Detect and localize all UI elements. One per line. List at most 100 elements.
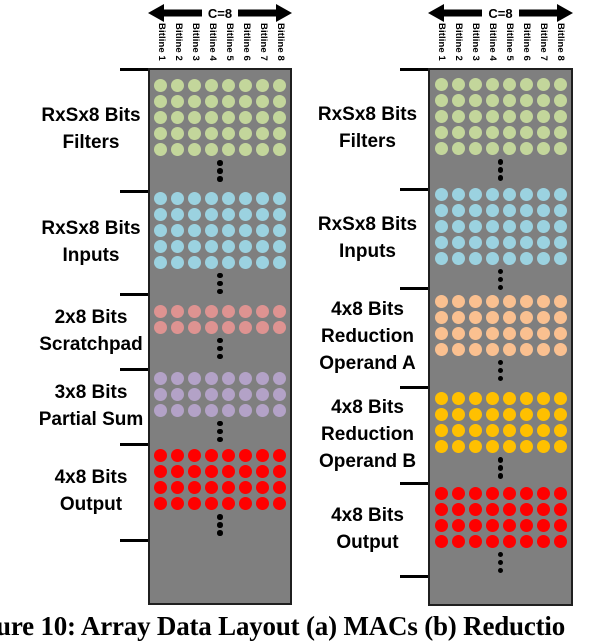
bit-row <box>154 304 286 318</box>
ellipsis-dot <box>497 276 504 283</box>
arrow-left-icon <box>428 4 482 22</box>
bit-cell-dot <box>205 465 218 479</box>
bit-cell-dot <box>502 342 516 356</box>
bit-cell-dot <box>273 255 286 269</box>
bit-cell-dot <box>502 219 516 233</box>
bit-cell-dot <box>434 486 448 500</box>
column-width-arrow: C=8 <box>428 4 573 22</box>
bit-cell-dot <box>256 143 269 157</box>
ellipsis-dot <box>497 175 504 181</box>
bit-cell-dot <box>553 486 567 500</box>
bit-cell-dot <box>273 207 286 221</box>
bit-cell-dot <box>154 371 167 385</box>
figure-caption: ure 10: Array Data Layout (a) MACs (b) R… <box>0 611 566 641</box>
bit-cell-dot <box>434 219 448 233</box>
bit-cell-dot <box>536 502 550 516</box>
bitline-label: Bitline 8 <box>274 22 286 68</box>
bit-cell-dot <box>553 187 567 201</box>
bit-row <box>434 326 567 340</box>
bit-cell-dot <box>485 392 499 406</box>
bit-cell-dot <box>468 424 482 438</box>
bit-row <box>154 371 286 385</box>
bit-cell-dot <box>154 320 167 334</box>
bit-cell-dot <box>451 408 465 422</box>
bit-cell-dot <box>485 486 499 500</box>
bitline-label-text: Bitline 5 <box>223 23 235 61</box>
section-label-line: RxSx8 Bits <box>317 213 418 235</box>
bit-cell-dot <box>222 255 235 269</box>
ellipsis-dot <box>497 359 504 366</box>
bit-cell-dot <box>485 502 499 516</box>
section-label-line: Filters <box>62 132 120 153</box>
bit-cell-dot <box>171 465 184 479</box>
bit-cell-dot <box>222 79 235 93</box>
ellipsis-dot <box>497 375 504 382</box>
section-scratchpad <box>120 293 290 370</box>
bit-cell-dot <box>536 294 550 308</box>
bit-cell-dot <box>451 310 465 324</box>
bit-cell-dot <box>536 126 550 140</box>
bit-cell-dot <box>468 126 482 140</box>
ellipsis-dot <box>497 284 504 291</box>
bit-cell-dot <box>154 111 167 125</box>
bit-row <box>434 310 567 324</box>
bit-cell-dot <box>485 235 499 249</box>
bit-cell-dot <box>519 203 533 217</box>
section-boundary-tick <box>120 368 148 371</box>
bit-cell-dot <box>451 502 465 516</box>
bit-cell-dot <box>154 449 167 463</box>
bit-cell-dot <box>222 239 235 253</box>
bit-cell-dot <box>502 518 516 532</box>
bit-cell-dot <box>451 235 465 249</box>
bit-cell-dot <box>239 143 252 157</box>
bit-cell-dot <box>434 126 448 140</box>
arrow-right-icon <box>238 4 292 22</box>
ellipsis-dot <box>217 345 223 352</box>
bit-cell-dot <box>536 219 550 233</box>
bit-cell-dot <box>256 371 269 385</box>
bitline-label-text: Bitline 3 <box>189 23 201 61</box>
bit-cell-dot <box>273 191 286 205</box>
bit-cell-dot <box>485 203 499 217</box>
bit-cell-dot <box>239 207 252 221</box>
bit-cell-dot <box>485 518 499 532</box>
section-label-line: RxSx8 Bits <box>317 104 418 125</box>
bitline-label: Bitline 2 <box>452 22 464 68</box>
bit-row <box>434 392 567 406</box>
bit-row <box>154 95 286 109</box>
bit-cell-dot <box>273 127 286 141</box>
bit-cell-dot <box>553 235 567 249</box>
bit-cell-dot <box>451 424 465 438</box>
bitline-label: Bitline 7 <box>257 22 269 68</box>
bit-cell-dot <box>485 342 499 356</box>
section-output <box>120 443 290 541</box>
bit-cell-dot <box>536 440 550 454</box>
bit-cell-dot <box>222 371 235 385</box>
bit-row <box>154 387 286 401</box>
bit-cell-dot <box>553 126 567 140</box>
ellipsis-dot <box>497 367 504 374</box>
bit-row <box>434 219 567 233</box>
bit-cell-dot <box>536 486 550 500</box>
bit-cell-dot <box>485 142 499 156</box>
bit-cell-dot <box>553 534 567 548</box>
bit-cell-dot <box>256 127 269 141</box>
bit-cell-dot <box>553 326 567 340</box>
bit-cell-dot <box>502 187 516 201</box>
bit-cell-dot <box>205 111 218 125</box>
bit-cell-dot <box>171 449 184 463</box>
bitline-label-text: Bitline 4 <box>206 23 218 61</box>
bit-cell-dot <box>222 449 235 463</box>
bit-cell-dot <box>273 481 286 495</box>
bit-cell-dot <box>536 408 550 422</box>
ellipsis-dot <box>217 420 223 427</box>
bit-cell-dot <box>519 110 533 124</box>
section-label-line: Output <box>59 494 123 515</box>
bit-cell-dot <box>273 449 286 463</box>
ellipsis-dot <box>497 465 504 471</box>
bit-cell-dot <box>273 320 286 334</box>
vertical-ellipsis <box>217 337 223 360</box>
